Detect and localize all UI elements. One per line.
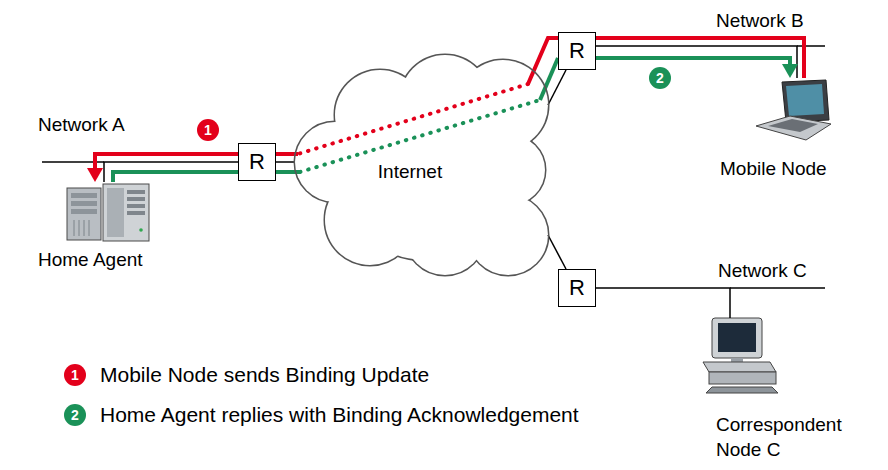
correspondent-node: Correspondent Node C [700,318,860,462]
node-label: R [249,151,265,173]
laptop-screen [786,84,824,116]
network-segment [730,287,825,289]
server-tower [103,184,149,241]
laptop-base [756,116,831,140]
cloud-bump [335,70,425,160]
drive-bay [127,204,145,208]
desktop-icon [703,318,778,393]
router-box: R [238,143,276,181]
cloud-bump [325,175,415,265]
cloud-bump [468,195,548,275]
drive-bay [71,209,97,214]
network-label: Network C [718,260,807,283]
legend-swatch: 2 [64,404,86,426]
laptop-icon [756,80,831,140]
legend-text: Mobile Node sends Binding Update [100,363,429,387]
status-led [139,228,143,232]
legend-number: 2 [71,408,79,422]
network-label: Network A [38,114,125,137]
laptop-keyboard [768,119,818,132]
line-segment [540,58,558,100]
laptop-lid [782,80,829,122]
line-segment [596,46,797,78]
binding-update-path [87,38,804,182]
cloud-shape [295,55,548,275]
drive-bay [71,201,97,206]
callout-number: 2 [656,71,664,85]
network-label: Network B [716,10,804,33]
line-segment [113,172,238,182]
router-box: R [558,32,596,70]
drive-bay [127,190,145,194]
cloud-bump [405,195,485,275]
legend-row: 2 Home Agent replies with Binding Acknowl… [64,403,579,427]
label-slot: Network C [718,260,807,283]
line-segment [596,38,804,78]
internet-cloud: Internet [295,55,548,275]
arrowhead [87,168,103,182]
line-segment [528,38,558,84]
line-segment [596,288,730,318]
server-icon [67,184,149,241]
home-agent-node: Home Agent [36,182,160,272]
line-segment [548,235,566,269]
node-label: R [569,40,585,62]
node-label: Home Agent [36,247,143,272]
arrowhead [782,64,798,78]
monitor-screen [718,323,756,352]
node-label: Internet [378,161,442,184]
callout-badge: 1 [197,119,219,141]
server-tower [67,188,101,240]
drive-bay [127,197,145,201]
label-slot: Network B [716,10,804,33]
network-link [596,46,797,78]
network-link [548,235,566,269]
network-link [276,162,295,163]
line-segment [276,161,295,163]
server-panel [107,188,124,237]
node-label: Correspondent Node C [700,412,856,462]
callout-badge: 2 [649,67,671,89]
desktop-case-top [703,362,776,372]
vent [89,220,90,236]
router-box: R [558,269,596,307]
legend-swatch: 1 [64,364,86,386]
keyboard [706,387,778,393]
callout-number: 1 [204,123,212,137]
line-segment [596,58,790,66]
desktop-case-front [709,372,776,384]
line-segment [95,154,238,170]
node-label: R [569,277,585,299]
legend-number: 1 [71,368,79,382]
network-segment [797,45,825,47]
drive-bay [71,193,97,198]
label-slot: Network A [38,114,125,137]
legend-text: Home Agent replies with Binding Acknowle… [100,403,579,427]
vent [79,220,80,236]
vent [74,220,75,236]
mobile-node: Mobile Node [716,78,840,181]
drive-bay [127,211,145,215]
monitor [712,318,762,358]
network-link [596,288,730,318]
node-label: Mobile Node [716,156,827,181]
network-link [104,162,238,182]
binding-ack-path [113,58,798,182]
vent [84,220,85,236]
monitor-neck [731,358,743,362]
legend-row: 1 Mobile Node sends Binding Update [64,363,429,387]
line-segment [104,162,238,182]
